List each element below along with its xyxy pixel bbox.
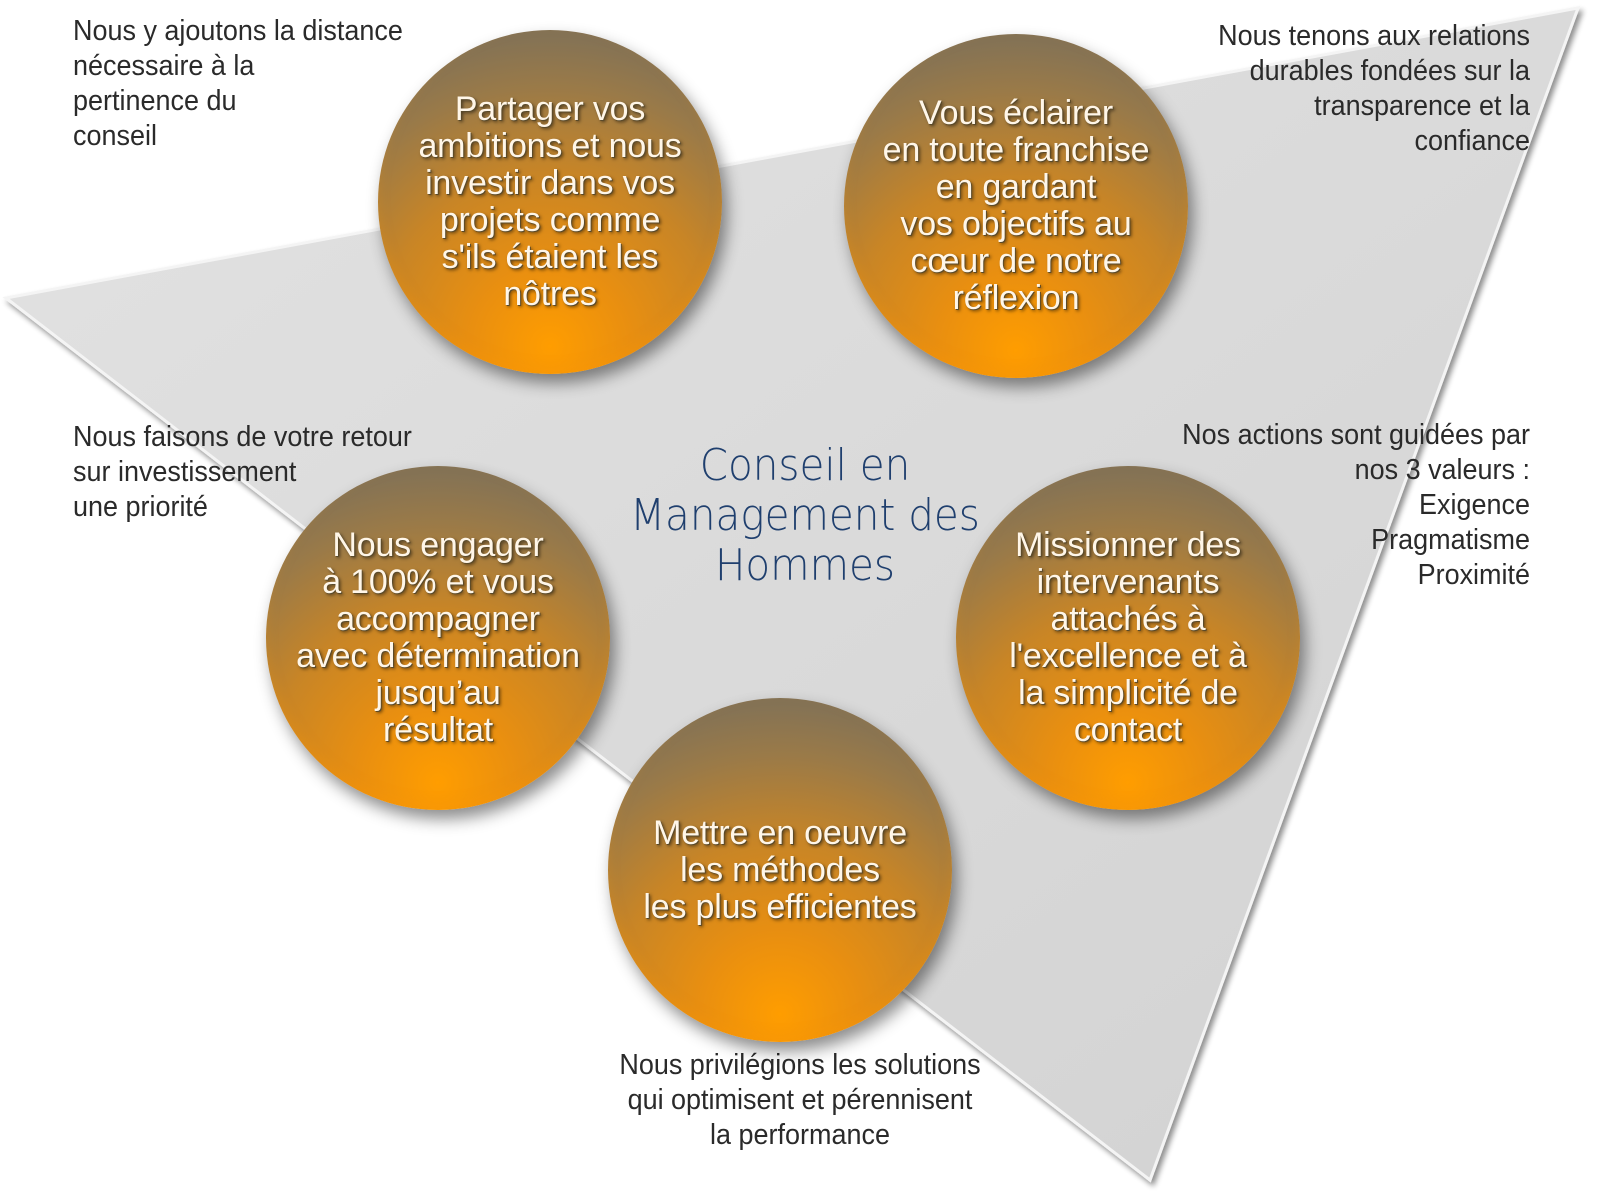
circle-middle-left: Nous engager à 100% et vous accompagner … [266, 466, 610, 810]
circle-bottom-text: Mettre en oeuvre les méthodes les plus e… [643, 813, 917, 926]
annotation-middle-left: Nous faisons de votre retour sur investi… [73, 421, 412, 523]
circle-top-left-text: Partager vos ambitions et nous investir … [418, 90, 682, 313]
annotation-top-left: Nous y ajoutons la distance nécessaire à… [73, 15, 403, 152]
circle-middle-right: Missionner des intervenants attachés à l… [956, 466, 1300, 810]
circle-middle-right-text: Missionner des intervenants attachés à l… [1009, 526, 1247, 749]
center-title: Conseil en Management des Hommes [630, 440, 980, 591]
circle-top-left: Partager vos ambitions et nous investir … [378, 30, 722, 374]
circle-top-right-text: Vous éclairer en toute franchise en gard… [882, 94, 1150, 317]
inverted-triangle [2, 6, 1581, 1183]
circle-top-right: Vous éclairer en toute franchise en gard… [844, 34, 1188, 378]
annotation-bottom: Nous privilégions les solutions qui opti… [619, 1049, 981, 1151]
circle-middle-left-text: Nous engager à 100% et vous accompagner … [296, 526, 580, 749]
annotation-top-right: Nous tenons aux relations durables fondé… [1218, 20, 1530, 157]
annotation-middle-right: Nos actions sont guidées par nos 3 valeu… [1182, 419, 1530, 591]
circle-bottom: Mettre en oeuvre les méthodes les plus e… [608, 698, 952, 1042]
